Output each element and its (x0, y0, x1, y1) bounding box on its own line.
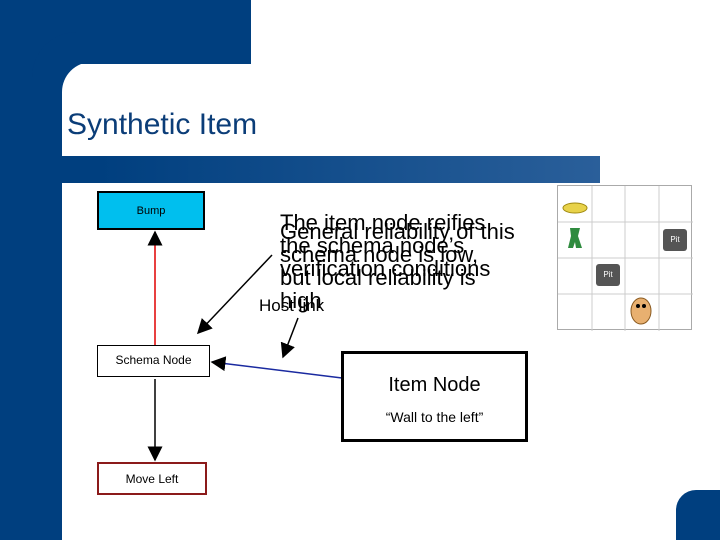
item-reifies-text: The item node reifies the schema node’s … (280, 211, 490, 280)
agent-icon (568, 228, 582, 248)
left-bar (0, 0, 62, 540)
reifies-line: verification conditions (280, 256, 491, 281)
move-left-node: Move Left (97, 462, 207, 495)
world-grid: Pit Pit (557, 185, 693, 331)
logo (676, 490, 720, 540)
schema-node: Schema Node (97, 345, 210, 377)
item-node-title: Item Node (388, 374, 481, 396)
arrow-text-to-bump (196, 254, 273, 335)
reliability-line: high (280, 288, 322, 313)
reifies-line: The item node reifies (280, 210, 486, 235)
item-node-subtitle: “Wall to the left” (385, 409, 484, 425)
bar-gradient (100, 156, 600, 183)
reliability-line: schema node is low, (280, 242, 479, 267)
reliability-text: General reliability of this schema node … (280, 220, 515, 312)
gold-icon (562, 202, 588, 214)
wumpus-icon (630, 297, 652, 325)
item-node: Item Node “Wall to the left” (341, 351, 528, 442)
arrow-item-to-schema (210, 356, 343, 379)
pit-icon: Pit (663, 229, 687, 251)
arrow-host-link (280, 317, 299, 359)
pit-icon: Pit (596, 264, 620, 286)
reliability-line: but local reliability is (280, 265, 476, 290)
page-title: Synthetic Item (67, 108, 258, 141)
reliability-line: General reliability of this (280, 219, 515, 244)
reifies-line: the schema node’s (280, 233, 465, 258)
host-link-label: Host link (259, 296, 325, 315)
bump-node: Bump (97, 191, 205, 230)
grid-lines (558, 186, 693, 331)
